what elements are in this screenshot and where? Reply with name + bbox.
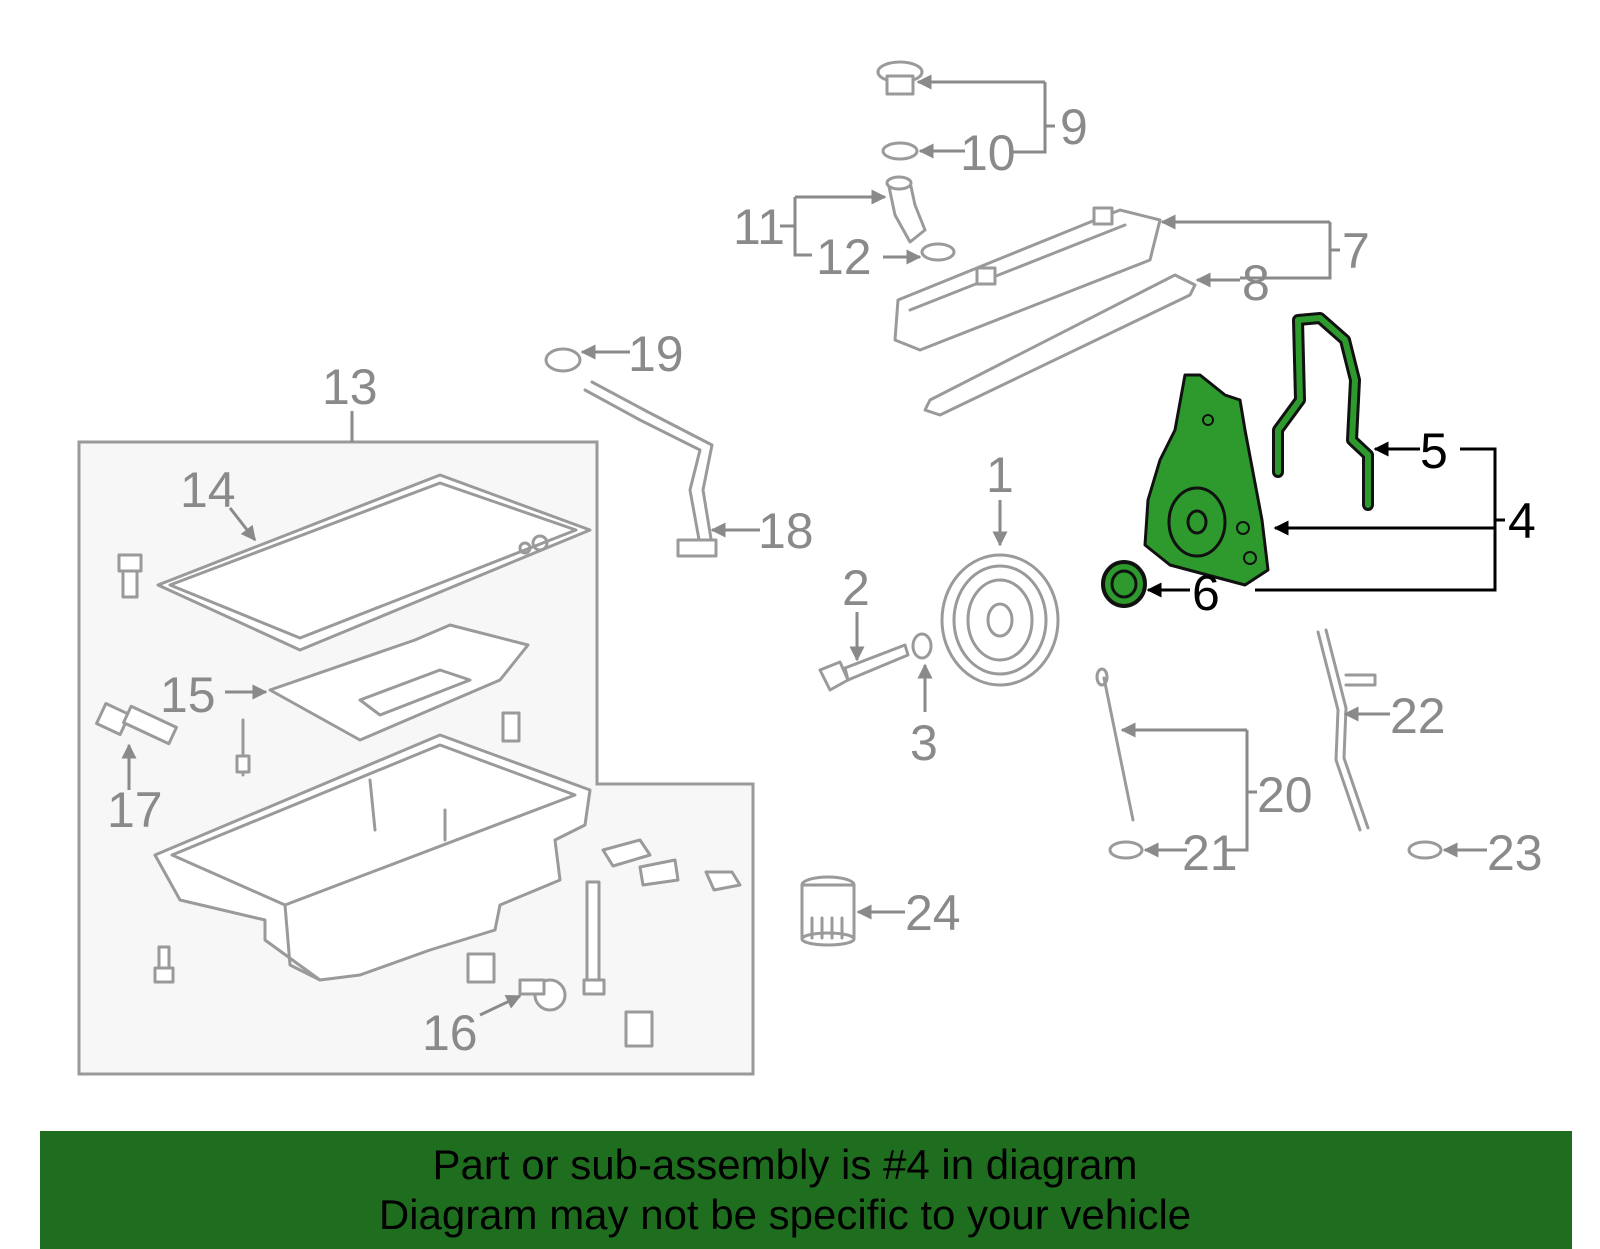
callout-7[interactable]: 7 [1342, 223, 1370, 279]
callout-5[interactable]: 5 [1420, 423, 1448, 479]
oil-pan-baffle-part[interactable] [268, 623, 530, 742]
oil-level-sensor-part[interactable] [95, 702, 178, 746]
info-banner: Part or sub-assembly is #4 in diagram Di… [40, 1131, 1572, 1249]
dipstick-seal-part[interactable] [1108, 840, 1144, 860]
oil-pan-stud-part[interactable] [235, 718, 251, 777]
oil-cap-seal-part[interactable] [881, 141, 919, 161]
front-cover-part-highlighted[interactable] [1143, 373, 1270, 587]
oil-pan-part[interactable] [153, 733, 592, 982]
callout-10[interactable]: 10 [960, 125, 1016, 181]
oil-pan-gasket-part[interactable] [156, 473, 592, 652]
front-crank-seal-part-highlighted[interactable] [1101, 560, 1147, 608]
balancer-washer-part[interactable] [911, 632, 933, 660]
filler-tube-seal-part[interactable] [920, 242, 956, 262]
callout-18[interactable]: 18 [758, 503, 814, 559]
balancer-bolt-part[interactable] [818, 643, 910, 692]
banner-line-2: Diagram may not be specific to your vehi… [378, 1191, 1192, 1238]
callout-12[interactable]: 12 [816, 229, 872, 285]
front-cover-gasket-part-highlighted[interactable] [1272, 312, 1374, 511]
callout-1[interactable]: 1 [986, 447, 1014, 503]
oil-pan-hardware-parts[interactable] [153, 838, 742, 1048]
callout-2[interactable]: 2 [842, 560, 870, 616]
oil-filler-cap-part[interactable] [876, 60, 924, 96]
callout-23[interactable]: 23 [1487, 825, 1543, 881]
callout-16[interactable]: 16 [422, 1005, 478, 1061]
transmission-tube-seal-part[interactable] [1407, 840, 1443, 860]
callout-19[interactable]: 19 [628, 326, 684, 382]
callout-22[interactable]: 22 [1390, 688, 1446, 744]
harmonic-balancer-part[interactable] [940, 553, 1060, 687]
callout-21[interactable]: 21 [1182, 825, 1238, 881]
oil-filter-part[interactable] [800, 875, 856, 947]
oil-drain-plug-part[interactable] [518, 978, 567, 1012]
dipstick-tube-part[interactable] [583, 380, 718, 558]
oil-filler-tube-part[interactable] [885, 175, 927, 244]
callout-14[interactable]: 14 [180, 462, 236, 518]
callout-6[interactable]: 6 [1192, 565, 1220, 621]
callout-9[interactable]: 9 [1060, 99, 1088, 155]
valve-cover-part[interactable] [893, 206, 1162, 352]
callout-15[interactable]: 15 [160, 667, 216, 723]
callout-3[interactable]: 3 [910, 715, 938, 771]
transmission-dipstick-tube-part[interactable] [1316, 628, 1377, 832]
oil-pan-plug-part[interactable] [501, 711, 521, 743]
valve-cover-gasket-part[interactable] [923, 273, 1197, 417]
callout-17[interactable]: 17 [107, 782, 163, 838]
callout-11[interactable]: 11 [733, 199, 785, 255]
callout-8[interactable]: 8 [1242, 255, 1270, 311]
oil-dipstick-part[interactable] [1095, 667, 1135, 822]
oil-pan-bolt-part[interactable] [117, 553, 143, 599]
callout-20[interactable]: 20 [1257, 767, 1313, 823]
callout-13[interactable]: 13 [322, 359, 378, 415]
banner-line-1: Part or sub-assembly is #4 in diagram [432, 1141, 1138, 1188]
callout-4[interactable]: 4 [1508, 493, 1536, 549]
dipstick-tube-seal-part[interactable] [544, 347, 582, 373]
callout-24[interactable]: 24 [905, 885, 961, 941]
